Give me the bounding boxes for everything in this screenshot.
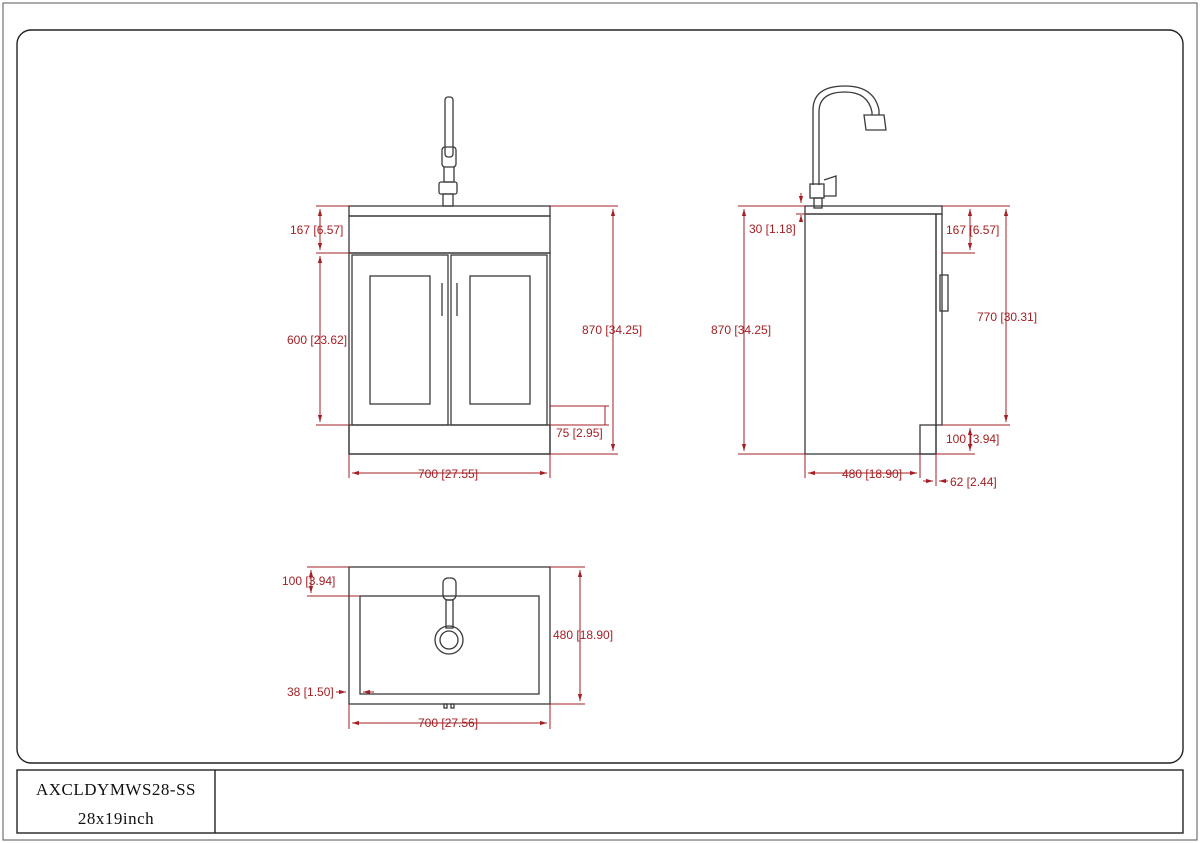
top-front-margin-label: 38 [1.50]: [287, 685, 334, 699]
right-door: [450, 254, 548, 426]
front-width-label: 700 [27.55]: [418, 467, 478, 481]
front-top-height-label: 167 [6.57]: [290, 223, 343, 237]
side-top-thickness-label: 30 [1.18]: [749, 222, 796, 236]
side-door-edge: [935, 213, 943, 426]
top-basin: [359, 595, 540, 695]
right-door-panel: [469, 275, 531, 405]
top-dimensions: [307, 566, 585, 729]
front-apron: [348, 215, 551, 254]
side-top-height-label: 167 [6.57]: [946, 223, 999, 237]
top-faucet: [434, 577, 464, 655]
side-countertop: [804, 205, 943, 215]
top-back-margin-label: 100 [3.94]: [282, 574, 335, 588]
side-cabinet-body: [804, 213, 937, 455]
side-depth-label: 480 [18.90]: [842, 467, 902, 481]
top-depth-label: 480 [18.90]: [553, 628, 613, 642]
side-cabinet-height-label: 770 [30.31]: [977, 310, 1037, 324]
model-number: AXCLDYMWS28-SS: [36, 780, 196, 799]
side-view: [804, 85, 949, 455]
side-toe-height-label: 100 [3.94]: [946, 432, 999, 446]
front-faucet: [438, 96, 458, 207]
front-toe-kick-label: 75 [2.95]: [556, 426, 603, 440]
front-total-height-label: 870 [34.25]: [582, 323, 642, 337]
front-view: [348, 96, 551, 455]
top-width-label: 700 [27.56]: [418, 716, 478, 730]
left-door: [351, 254, 449, 426]
front-cabinet-body: [348, 252, 551, 455]
side-faucet: [809, 85, 887, 209]
side-toe-depth-label: 62 [2.44]: [950, 475, 997, 489]
front-door-height-label: 600 [23.62]: [287, 333, 347, 347]
model-size: 28x19inch: [78, 809, 154, 828]
front-dimensions: [316, 205, 618, 478]
side-dimensions: [738, 193, 1010, 486]
top-view: [348, 566, 551, 709]
side-total-height-label: 870 [34.25]: [711, 323, 771, 337]
drawing-frame: [16, 29, 1184, 764]
front-toe-kick: [348, 424, 551, 455]
left-door-panel: [369, 275, 431, 405]
side-toe-kick: [919, 424, 937, 455]
title-block: AXCLDYMWS28-SS 28x19inch: [16, 769, 1184, 834]
top-countertop: [348, 566, 551, 705]
front-countertop: [348, 205, 551, 217]
side-handle: [939, 274, 949, 312]
